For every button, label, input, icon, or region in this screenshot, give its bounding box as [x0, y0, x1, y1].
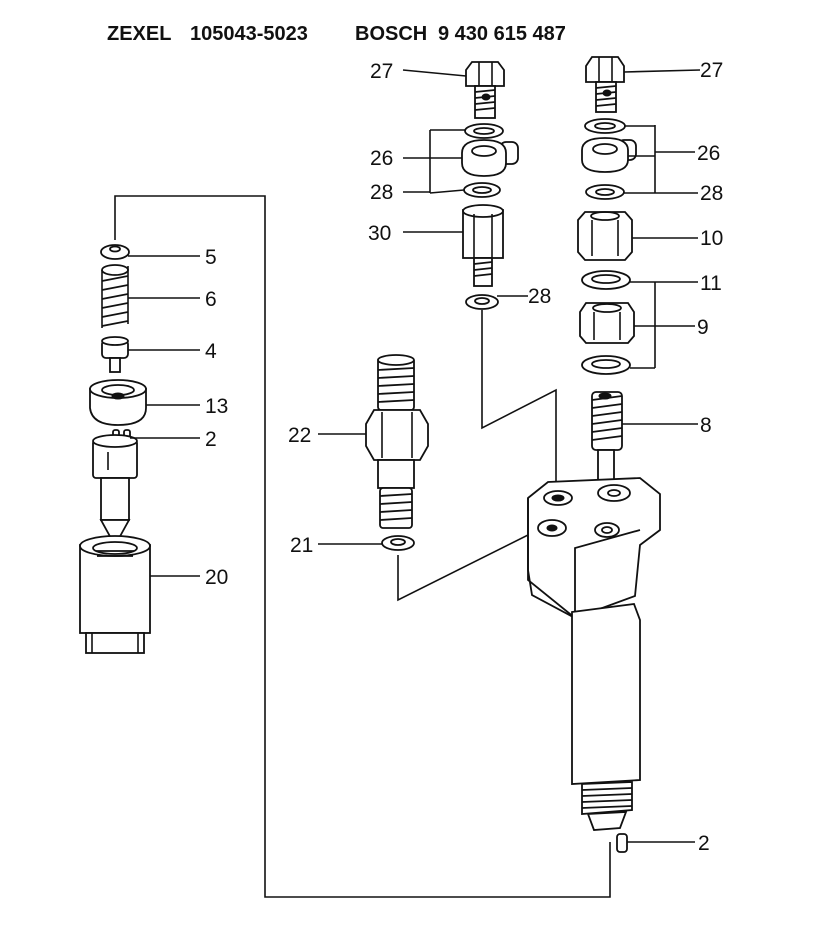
washer-part	[581, 270, 631, 290]
header-zexel-part-number: 105043-5023	[190, 23, 308, 45]
callout-28-middle: 28	[528, 285, 551, 308]
nozzle-part	[92, 434, 138, 548]
header-brand-zexel: ZEXEL	[107, 23, 171, 45]
pressure-pin-part	[101, 336, 129, 373]
nozzle-holder-body	[527, 477, 661, 831]
callout-4: 4	[205, 340, 217, 363]
banjo-fitting-part	[581, 137, 637, 173]
nozzle-nut-part	[79, 535, 151, 654]
middle-assembly	[365, 354, 429, 551]
header: ZEXEL 105043-5023 BOSCH 9 430 615 487	[107, 23, 566, 45]
middle-top-assembly	[461, 61, 519, 310]
callout-21: 21	[290, 534, 313, 557]
callout-5: 5	[205, 246, 217, 269]
spring-part	[101, 264, 129, 328]
callout-22: 22	[288, 424, 311, 447]
connection-lines	[114, 125, 656, 898]
callout-26-left: 26	[370, 147, 393, 170]
sealing-ring-part	[463, 182, 501, 198]
sealing-ring-part	[584, 118, 626, 134]
callout-30: 30	[368, 222, 391, 245]
left-assembly	[79, 244, 151, 654]
sealing-washer-part	[381, 535, 415, 551]
cap-nut-part	[577, 211, 633, 261]
leader-lines	[128, 69, 701, 843]
sealing-ring-part	[464, 123, 504, 139]
callout-27-right: 27	[700, 59, 723, 82]
right-top-assembly	[577, 56, 637, 496]
shim-part	[100, 244, 130, 260]
callout-26-right: 26	[697, 142, 720, 165]
sealing-ring-part	[585, 184, 625, 200]
dowel-pin-part	[616, 833, 628, 853]
part-labels: 27 26 28 30 28 27 26 28 10 11 9 8 5 6 4 …	[205, 59, 723, 855]
callout-11: 11	[700, 272, 722, 295]
callout-6: 6	[205, 288, 217, 311]
callout-10: 10	[700, 227, 723, 250]
callout-27-left: 27	[370, 60, 393, 83]
banjo-fitting-part	[461, 139, 519, 177]
callout-28-right: 28	[700, 182, 723, 205]
header-brand-bosch: BOSCH	[355, 23, 427, 45]
callout-28-left: 28	[370, 181, 393, 204]
callout-13: 13	[205, 395, 228, 418]
header-bosch-part-number: 9 430 615 487	[438, 23, 566, 45]
hollow-bolt-part	[585, 56, 625, 113]
hollow-bolt-part	[465, 61, 505, 119]
callout-8: 8	[700, 414, 712, 437]
union-fitting-part	[462, 204, 504, 287]
callout-9: 9	[697, 316, 709, 339]
callout-2-right: 2	[698, 832, 710, 855]
washer-part	[581, 355, 631, 375]
callout-2-left: 2	[205, 428, 217, 451]
leak-off-connector-part	[365, 354, 429, 529]
sealing-ring-part	[465, 294, 499, 310]
lock-nut-part	[579, 302, 635, 344]
intermediate-disc-part	[89, 379, 147, 426]
callout-20: 20	[205, 566, 228, 589]
